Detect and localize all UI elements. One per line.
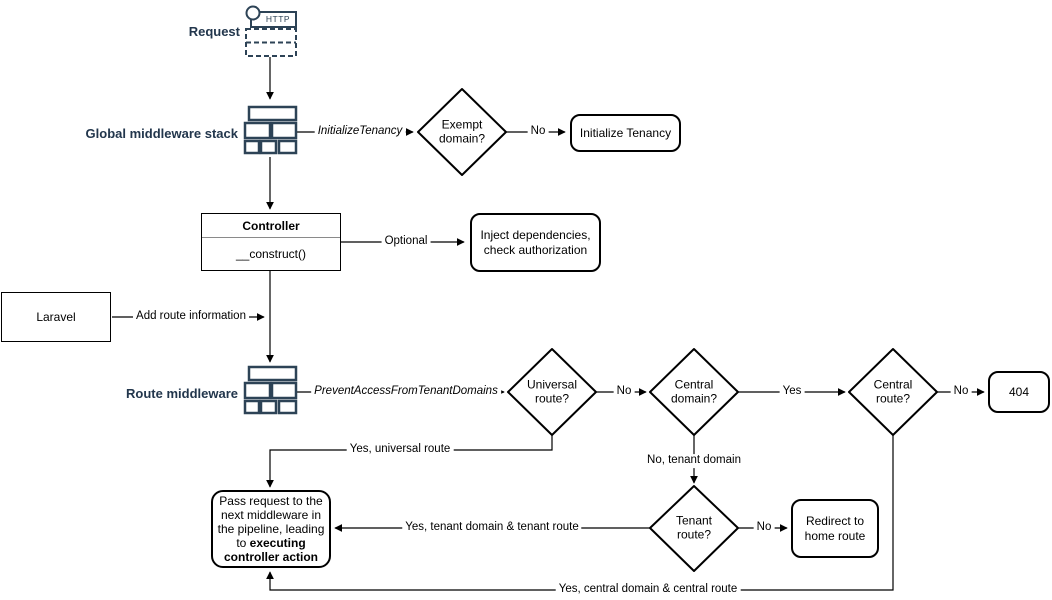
pass-request-box: Pass request to the next middleware in t… xyxy=(211,490,331,568)
edge-label-universal-yes: Yes, universal route xyxy=(346,443,454,457)
edge-label-optional: Optional xyxy=(381,235,431,249)
edge-label-exempt-no: No xyxy=(527,125,549,139)
edge-label-no-tenant-domain: No, tenant domain xyxy=(644,454,744,468)
edge-label-initialize-tenancy: InitializeTenancy xyxy=(314,125,406,139)
controller-construct: __construct() xyxy=(235,247,307,261)
universal-route-diamond xyxy=(507,348,597,436)
edge-label-tenant-yes: Yes, tenant domain & tenant route xyxy=(402,521,582,535)
pass-request-text: Pass request to the next middleware in t… xyxy=(213,492,329,566)
edge-label-prevent-access: PreventAccessFromTenantDomains xyxy=(311,385,501,399)
laravel-box: Laravel xyxy=(1,292,111,342)
request-label: Request xyxy=(188,24,240,39)
controller-class-box: Controller __construct() xyxy=(201,213,341,271)
middleware-stack-icon xyxy=(243,105,298,155)
decision-diamonds xyxy=(417,88,938,572)
tenant-route-label: Tenant route? xyxy=(675,513,713,542)
tenant-route-diamond xyxy=(649,485,739,572)
pass-request-text-bold: executing controller action xyxy=(223,536,318,565)
http-request-icon xyxy=(245,5,297,57)
edge-label-add-route-information: Add route information xyxy=(133,310,249,324)
central-domain-label: Central domain? xyxy=(670,377,718,406)
not-found-box: 404 xyxy=(988,371,1050,413)
edge-label-tenant-no: No xyxy=(753,521,775,535)
route-middleware-stack-icon xyxy=(243,365,298,415)
controller-title: Controller xyxy=(202,214,340,238)
central-route-diamond xyxy=(848,348,938,436)
edge-label-central-yes: Yes, central domain & central route xyxy=(555,583,741,597)
redirect-home-box: Redirect to home route xyxy=(791,499,879,558)
central-domain-diamond xyxy=(649,348,739,436)
pass-request-text-prefix: Pass request to the next middleware in t… xyxy=(217,493,325,551)
initialize-tenancy-box: Initialize Tenancy xyxy=(570,114,681,152)
central-route-label: Central route? xyxy=(873,377,913,406)
global-middleware-stack-label: Global middleware stack xyxy=(85,126,238,141)
inject-dependencies-box: Inject dependencies, check authorization xyxy=(470,213,601,272)
exempt-domain-label: Exempt domain? xyxy=(438,117,486,146)
route-middleware-label: Route middleware xyxy=(126,386,238,401)
edge-label-universal-no: No xyxy=(613,385,635,399)
edge-label-central-domain-yes: Yes xyxy=(779,385,805,399)
edge-label-central-route-no: No xyxy=(950,385,972,399)
universal-route-label: Universal route? xyxy=(526,377,577,406)
exempt-domain-diamond xyxy=(417,88,507,176)
http-icon-label: HTTP xyxy=(265,14,291,24)
